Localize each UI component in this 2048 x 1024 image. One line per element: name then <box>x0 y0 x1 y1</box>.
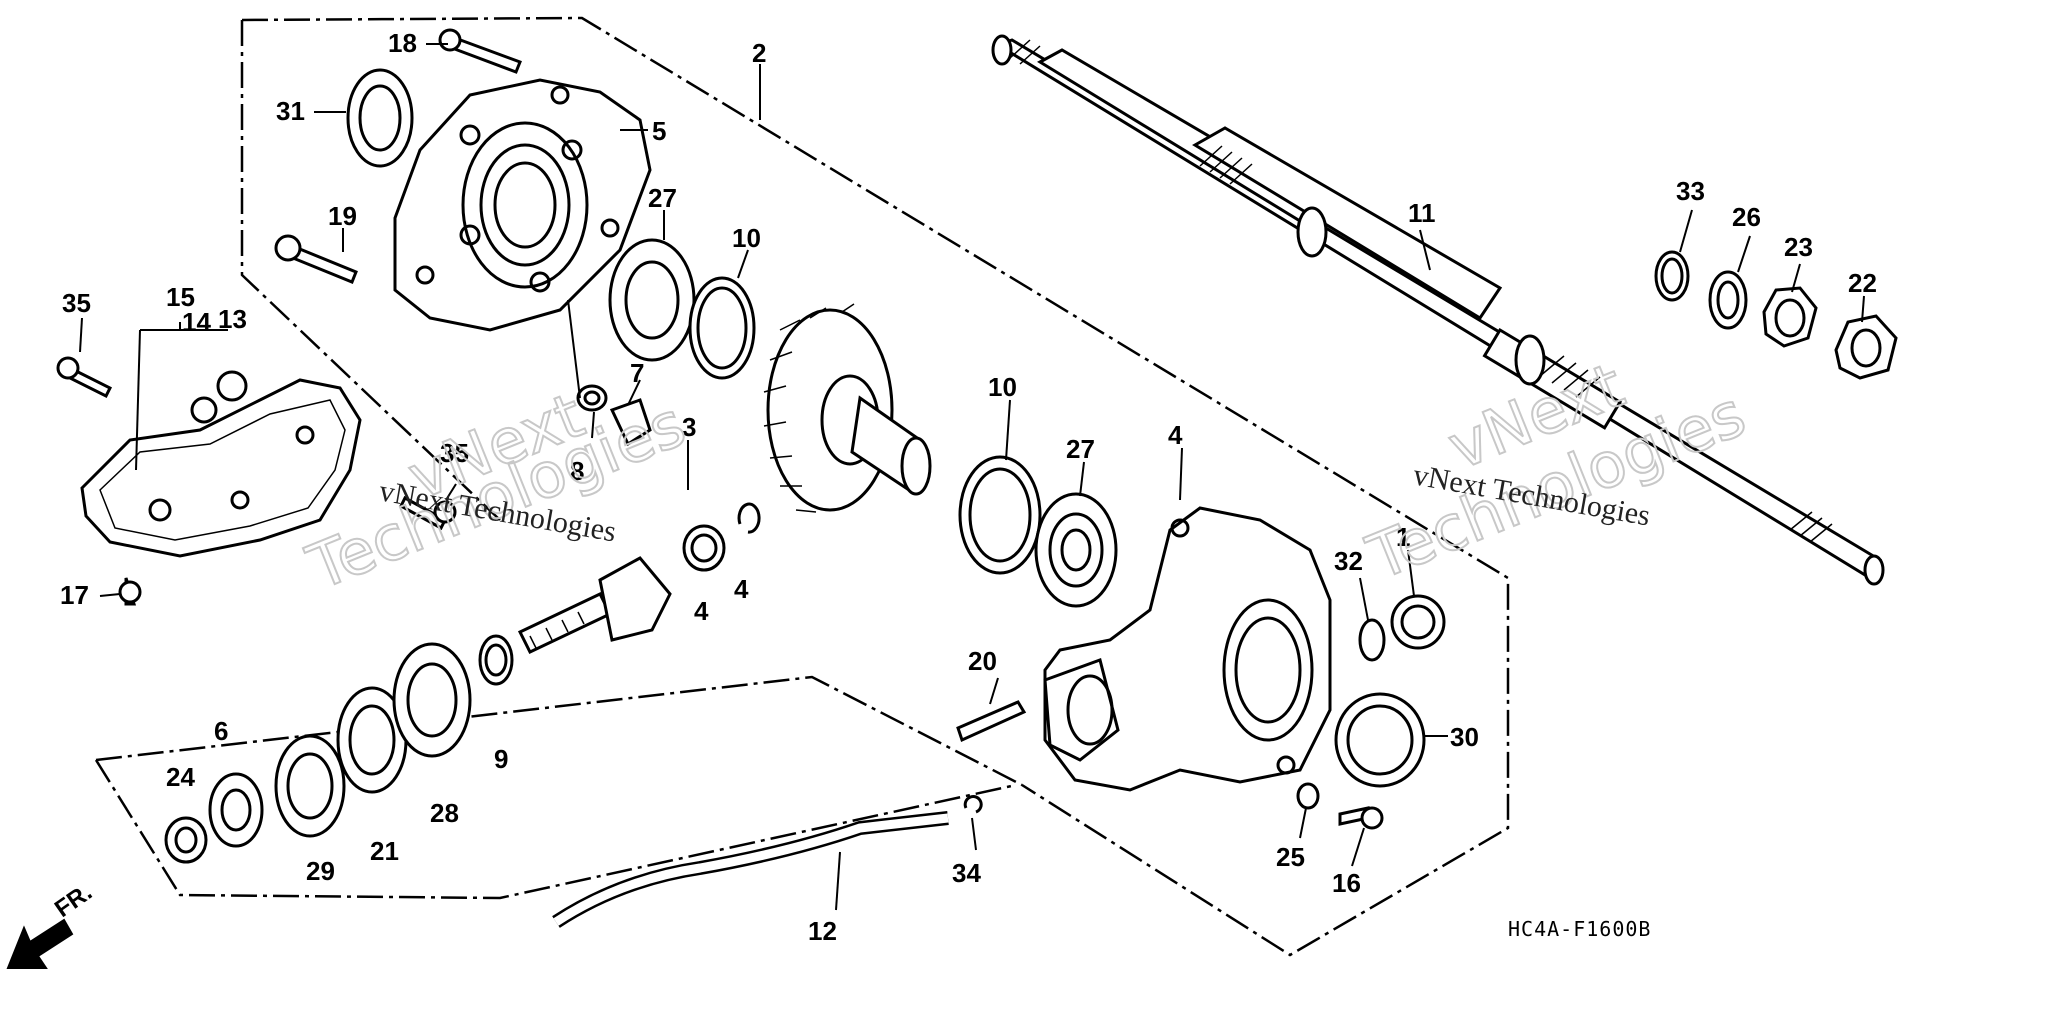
callout-22: 22 <box>1848 268 1877 298</box>
callout-7: 7 <box>630 358 644 388</box>
front-direction-indicator: FR. <box>6 879 97 969</box>
callout-8: 8 <box>570 456 584 486</box>
callout-20: 20 <box>968 646 997 676</box>
callout-35-left: 35 <box>62 288 91 318</box>
callout-26: 26 <box>1732 202 1761 232</box>
callout-12: 12 <box>808 916 837 946</box>
callout-27-upper: 27 <box>648 183 677 213</box>
ring-gear <box>763 303 932 513</box>
callout-4-housing: 4 <box>1168 420 1183 450</box>
callout-25: 25 <box>1276 842 1305 872</box>
callout-21: 21 <box>370 836 399 866</box>
front-label: FR. <box>50 879 97 923</box>
callout-33: 33 <box>1676 176 1705 206</box>
callout-18: 18 <box>388 28 417 58</box>
callout-19: 19 <box>328 201 357 231</box>
callout-9: 9 <box>494 744 508 774</box>
callout-16: 16 <box>1332 868 1361 898</box>
housing-small-parts <box>956 594 1446 830</box>
callout-11: 11 <box>1408 198 1436 228</box>
callout-numbers: 18 31 5 19 27 10 2 35 15 14 13 7 8 3 35 … <box>60 28 1877 946</box>
callout-4-right: 4 <box>734 574 749 604</box>
callout-13: 13 <box>218 304 247 334</box>
callout-2: 2 <box>752 38 766 68</box>
callout-28: 28 <box>430 798 459 828</box>
breather-tube <box>552 795 983 928</box>
callout-27-right: 27 <box>1066 434 1095 464</box>
skid-plate <box>56 356 457 606</box>
bearing-cover <box>274 28 652 332</box>
callout-4-left: 4 <box>694 596 709 626</box>
callout-35-right: 35 <box>440 438 469 468</box>
diagram-code: HC4A-F1600B <box>1508 917 1651 941</box>
axle-shaft <box>991 34 1885 586</box>
callout-17: 17 <box>60 580 89 610</box>
front-arrow-icon <box>6 918 74 969</box>
shaft-end-parts <box>1654 250 1898 380</box>
lower-left-parts <box>164 634 514 864</box>
right-bearings <box>958 455 1118 608</box>
callout-15: 15 <box>166 282 195 312</box>
callout-5: 5 <box>652 116 666 146</box>
callout-31: 31 <box>276 96 305 126</box>
callout-3: 3 <box>682 412 696 442</box>
upper-bearings <box>576 238 756 447</box>
callout-32: 32 <box>1334 546 1363 576</box>
group-outlines <box>94 16 1510 957</box>
pinion-gear <box>517 502 761 654</box>
differential-housing <box>1043 506 1332 792</box>
callout-10-upper: 10 <box>732 223 761 253</box>
callout-6: 6 <box>214 716 228 746</box>
callout-34: 34 <box>952 858 981 888</box>
callout-24: 24 <box>166 762 195 792</box>
callout-10-right: 10 <box>988 372 1017 402</box>
callout-30: 30 <box>1450 722 1479 752</box>
callout-1: 1 <box>1396 522 1410 552</box>
callout-14: 14 <box>182 307 211 337</box>
callout-29: 29 <box>306 856 335 886</box>
callout-23: 23 <box>1784 232 1813 262</box>
leader-lines <box>79 43 1865 911</box>
